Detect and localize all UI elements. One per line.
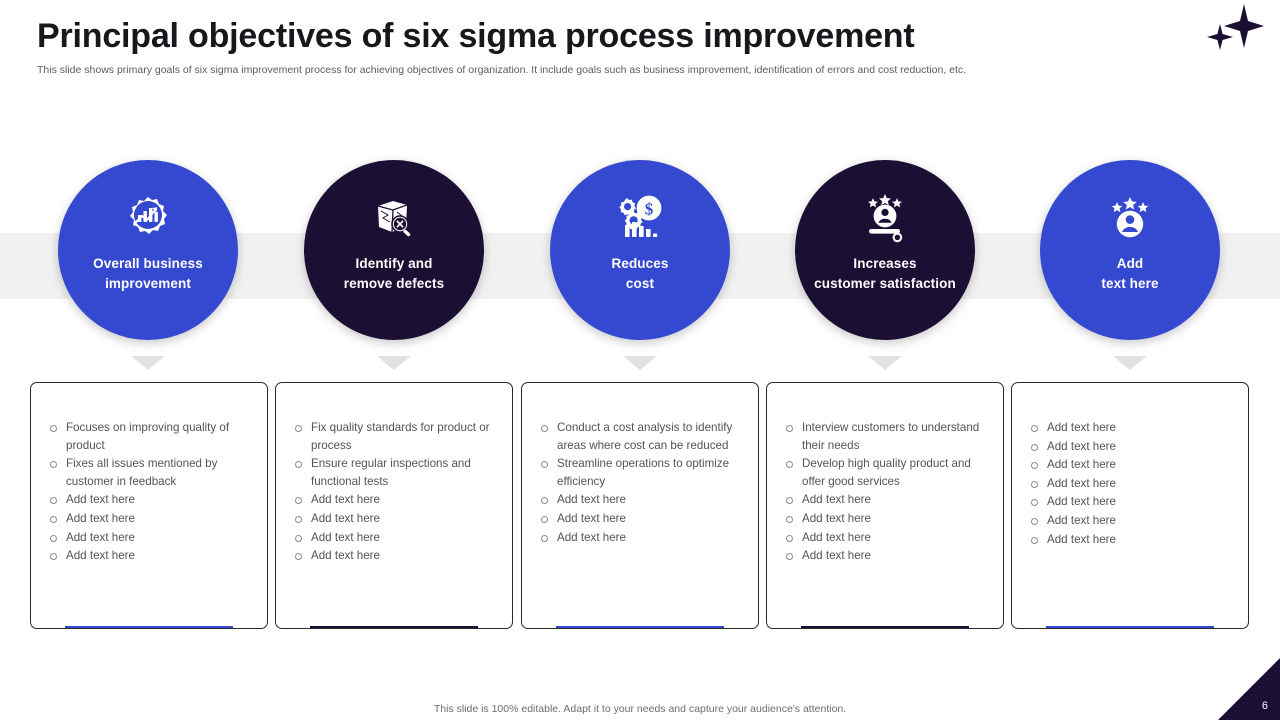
person-stars-icon xyxy=(1102,190,1158,246)
sparkle-decoration xyxy=(1196,2,1266,56)
bullet-item: Add text here xyxy=(536,491,746,509)
step-circle-body-5[interactable]: Add text here xyxy=(1040,160,1220,340)
bullet-item: Add text here xyxy=(1026,493,1236,511)
bullet-item: Add text here xyxy=(1026,512,1236,530)
footer-note: This slide is 100% editable. Adapt it to… xyxy=(433,703,847,715)
bullet-item: Add text here xyxy=(45,510,255,528)
bullet-item: Develop high quality product and offer g… xyxy=(781,455,991,490)
step-circle-4[interactable]: Increases customer satisfaction xyxy=(790,160,980,370)
step-circle-body-4[interactable]: Increases customer satisfaction xyxy=(795,160,975,340)
bullet-item: Add text here xyxy=(781,491,991,509)
bullet-item: Ensure regular inspections and functiona… xyxy=(290,455,500,490)
bullet-item: Focuses on improving quality of product xyxy=(45,419,255,454)
connector-arrow-3 xyxy=(623,356,657,370)
bullet-list-3: Conduct a cost analysis to identify area… xyxy=(536,419,746,546)
bullet-item: Fix quality standards for product or pro… xyxy=(290,419,500,454)
bullet-item: Add text here xyxy=(1026,531,1236,549)
gear-bar-chart-icon xyxy=(120,190,176,246)
bullet-item: Fixes all issues mentioned by customer i… xyxy=(45,455,255,490)
bullet-item: Add text here xyxy=(1026,438,1236,456)
connector-arrow-2 xyxy=(377,356,411,370)
card-accent-bar-4 xyxy=(801,626,969,628)
page-title: Principal objectives of six sigma proces… xyxy=(37,17,915,55)
detail-card-2: Fix quality standards for product or pro… xyxy=(275,382,513,629)
card-accent-bar-3 xyxy=(556,626,724,628)
step-circle-body-1[interactable]: Overall business improvement xyxy=(58,160,238,340)
bullet-item: Add text here xyxy=(1026,475,1236,493)
step-label-2: Identify and remove defects xyxy=(343,256,445,291)
bullet-item: Add text here xyxy=(290,491,500,509)
gears-dollar-chart-icon: $ xyxy=(612,190,668,246)
detail-card-3: Conduct a cost analysis to identify area… xyxy=(521,382,759,629)
step-label-3: Reduces cost xyxy=(611,256,669,291)
bullet-item: Add text here xyxy=(781,510,991,528)
step-circle-1[interactable]: Overall business improvement xyxy=(53,160,243,370)
connector-arrow-5 xyxy=(1113,356,1147,370)
card-accent-bar-2 xyxy=(310,626,478,628)
step-circle-5[interactable]: Add text here xyxy=(1035,160,1225,370)
bullet-item: Add text here xyxy=(781,529,991,547)
slide-header: Principal objectives of six sigma proces… xyxy=(37,18,1137,77)
bullet-list-2: Fix quality standards for product or pro… xyxy=(290,419,500,565)
step-label-1: Overall business improvement xyxy=(93,256,203,291)
svg-text:$: $ xyxy=(645,200,654,219)
corner-decoration xyxy=(1218,658,1280,720)
step-circle-3[interactable]: $ Reduces cost xyxy=(545,160,735,370)
page-subtitle: This slide shows primary goals of six si… xyxy=(37,63,967,76)
bullet-list-4: Interview customers to understand their … xyxy=(781,419,991,565)
steps-circle-row: Overall business improvement xyxy=(0,160,1280,370)
bullet-item: Add text here xyxy=(781,547,991,565)
connector-arrow-1 xyxy=(131,356,165,370)
step-label-4: Increases customer satisfaction xyxy=(814,256,956,291)
bullet-item: Add text here xyxy=(45,547,255,565)
step-label-5: Add text here xyxy=(1101,256,1159,291)
bullet-item: Add text here xyxy=(290,529,500,547)
bullet-item: Conduct a cost analysis to identify area… xyxy=(536,419,746,454)
bullet-item: Add text here xyxy=(1026,456,1236,474)
bullet-item: Interview customers to understand their … xyxy=(781,419,991,454)
bullet-item: Add text here xyxy=(45,491,255,509)
card-accent-bar-5 xyxy=(1046,626,1214,628)
card-accent-bar-1 xyxy=(65,626,233,628)
damaged-box-magnifier-icon xyxy=(366,190,422,246)
detail-card-4: Interview customers to understand their … xyxy=(766,382,1004,629)
bullet-item: Add text here xyxy=(536,510,746,528)
bullet-item: Add text here xyxy=(1026,419,1236,437)
bullet-item: Add text here xyxy=(536,529,746,547)
step-circle-body-2[interactable]: Identify and remove defects xyxy=(304,160,484,340)
bullet-item: Add text here xyxy=(290,510,500,528)
person-stars-slider-icon xyxy=(857,190,913,246)
step-circle-body-3[interactable]: $ Reduces cost xyxy=(550,160,730,340)
bullet-item: Add text here xyxy=(290,547,500,565)
bullet-item: Add text here xyxy=(45,529,255,547)
bullet-item: Streamline operations to optimize effici… xyxy=(536,455,746,490)
connector-arrow-4 xyxy=(868,356,902,370)
page-number: 6 xyxy=(1261,700,1268,712)
step-circle-2[interactable]: Identify and remove defects xyxy=(299,160,489,370)
